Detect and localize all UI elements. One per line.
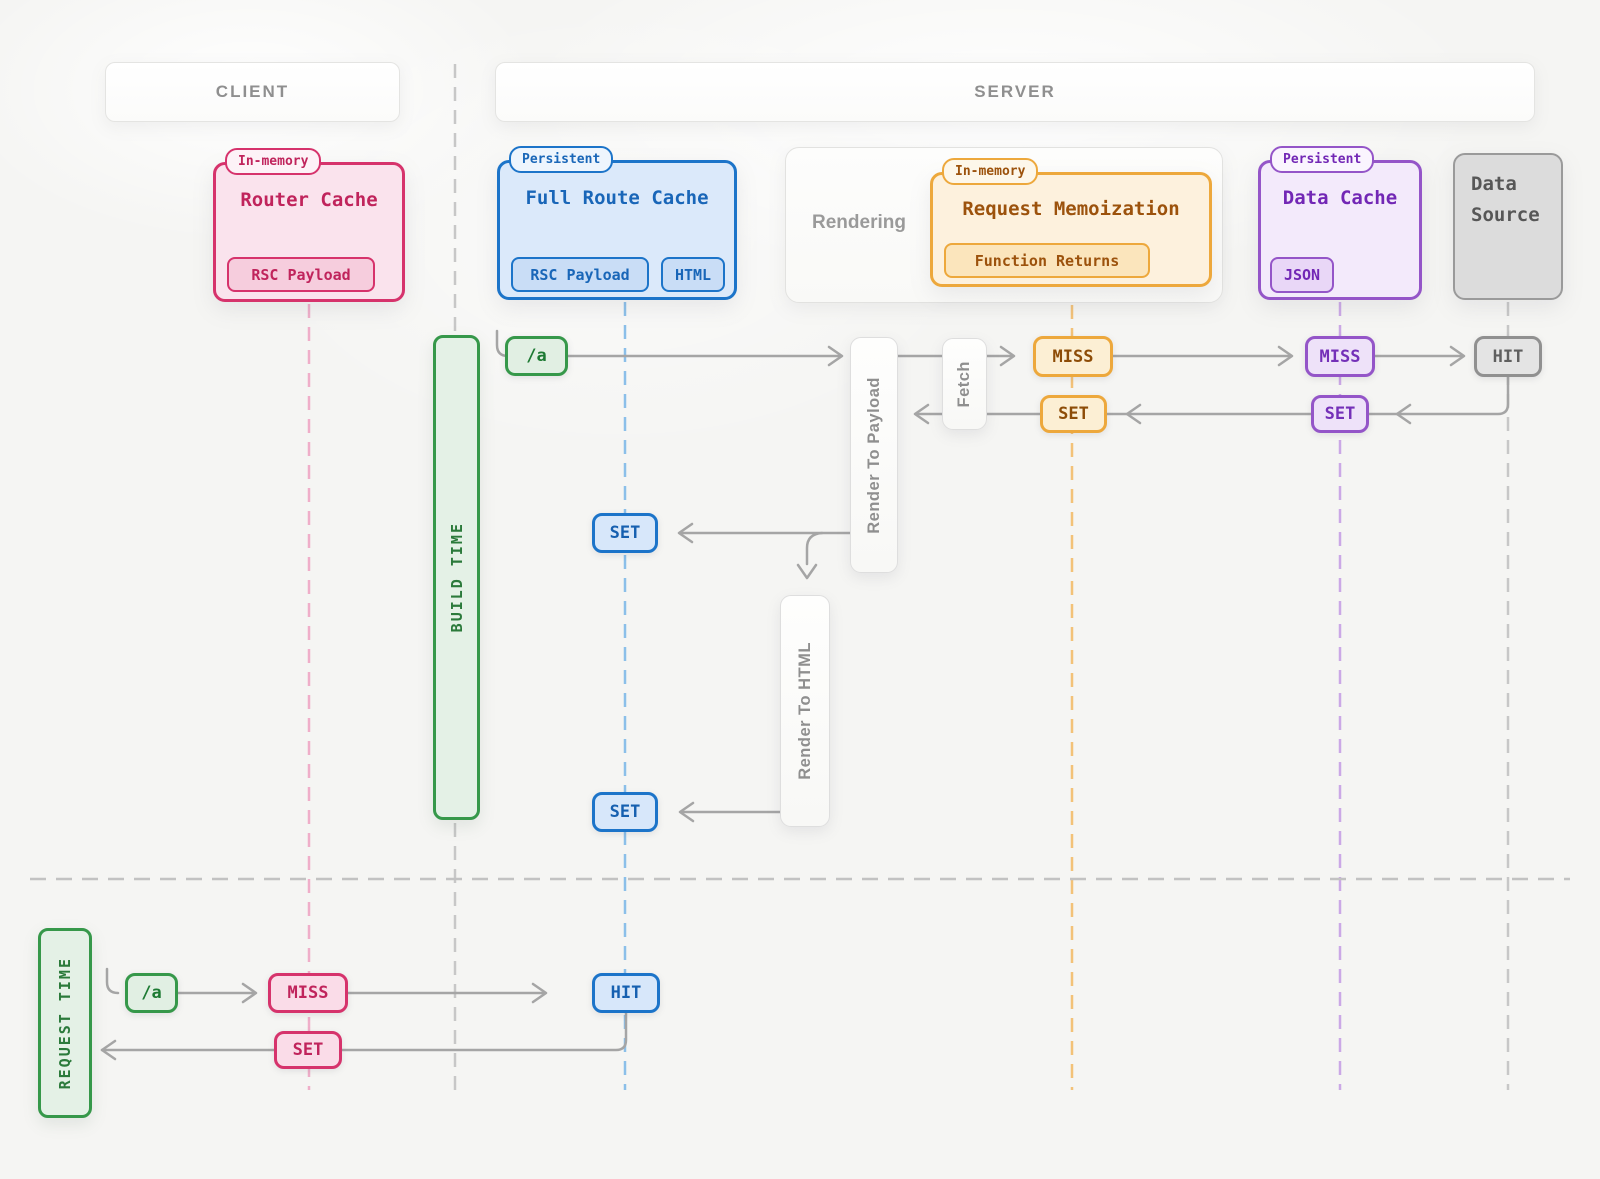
router-cache-rsc-payload-badge: RSC Payload — [227, 257, 375, 292]
render-to-html-box: Render To HTML — [780, 595, 830, 827]
data-cache-miss-badge: MISS — [1305, 336, 1375, 377]
function-returns-badge: Function Returns — [944, 243, 1150, 278]
render-to-payload-box: Render To Payload — [850, 337, 898, 573]
arrowhead-left-icon — [678, 801, 695, 823]
arrowhead-right-icon — [241, 982, 258, 1004]
request-hook-line — [105, 967, 120, 995]
data-cache-set-badge: SET — [1311, 395, 1369, 433]
client-zone-label: CLIENT — [215, 82, 290, 101]
fetch-box: Fetch — [942, 338, 987, 430]
arrowhead-right-icon — [1449, 345, 1466, 367]
render-to-html-label: Render To HTML — [795, 642, 814, 780]
build-time-bar: BUILD TIME — [433, 335, 480, 820]
request-route-badge: /a — [125, 973, 178, 1013]
router-cache-tag: In-memory — [225, 148, 322, 175]
arrowhead-right-icon — [999, 345, 1016, 367]
data-cache-json-badge: JSON — [1270, 257, 1334, 293]
arrowhead-left-icon — [913, 403, 930, 425]
arrowhead-down-icon — [796, 563, 818, 580]
render-to-payload-label: Render To Payload — [864, 376, 883, 534]
request-time-bar: REQUEST TIME — [38, 928, 92, 1118]
build-time-label: BUILD TIME — [447, 522, 466, 633]
frc-set-html-badge: SET — [592, 792, 658, 832]
data-cache-tag: Persistent — [1270, 146, 1375, 173]
full-route-cache-title: Full Route Cache — [525, 187, 709, 209]
full-route-cache-html-badge: HTML — [661, 257, 725, 292]
build-route-badge: /a — [505, 336, 568, 376]
memo-miss-badge: MISS — [1033, 336, 1113, 377]
data-source-hit-badge: HIT — [1474, 336, 1542, 377]
arrowhead-left-icon — [677, 522, 694, 544]
arrowhead-right-icon — [531, 982, 548, 1004]
data-cache-box — [1258, 160, 1422, 300]
arrowhead-left-icon — [1125, 403, 1142, 425]
frc-hit-badge: HIT — [592, 973, 660, 1013]
frc-return-line — [100, 1011, 628, 1052]
flow-arrows — [100, 329, 1510, 1061]
arrowhead-left-icon — [1395, 403, 1412, 425]
request-time-label: REQUEST TIME — [56, 956, 74, 1090]
router-cache-set-badge: SET — [274, 1031, 342, 1069]
router-cache-title: Router Cache — [240, 189, 378, 211]
data-source-title: Data Source — [1471, 173, 1540, 227]
request-memoization-title: Request Memoization — [962, 198, 1180, 220]
payload-to-html-branch-line — [805, 531, 824, 566]
data-cache-title: Data Cache — [1282, 187, 1398, 209]
frc-set-payload-badge: SET — [592, 513, 658, 553]
arrowhead-right-icon — [827, 345, 844, 367]
full-route-cache-rsc-payload-badge: RSC Payload — [511, 257, 649, 292]
server-zone-label: SERVER — [974, 82, 1056, 101]
full-route-cache-tag: Persistent — [509, 146, 614, 173]
source-return-line — [914, 375, 1510, 416]
router-cache-miss-badge: MISS — [268, 973, 348, 1013]
request-memoization-tag: In-memory — [942, 158, 1039, 185]
client-zone-header: CLIENT — [105, 62, 400, 122]
fetch-label: Fetch — [955, 360, 973, 408]
arrowhead-left-icon — [100, 1039, 117, 1061]
memo-set-badge: SET — [1040, 395, 1107, 433]
rendering-label: Rendering — [812, 212, 906, 233]
arrowhead-right-icon — [1277, 345, 1294, 367]
server-zone-header: SERVER — [495, 62, 1535, 122]
data-source-box: Data Source — [1453, 153, 1563, 300]
